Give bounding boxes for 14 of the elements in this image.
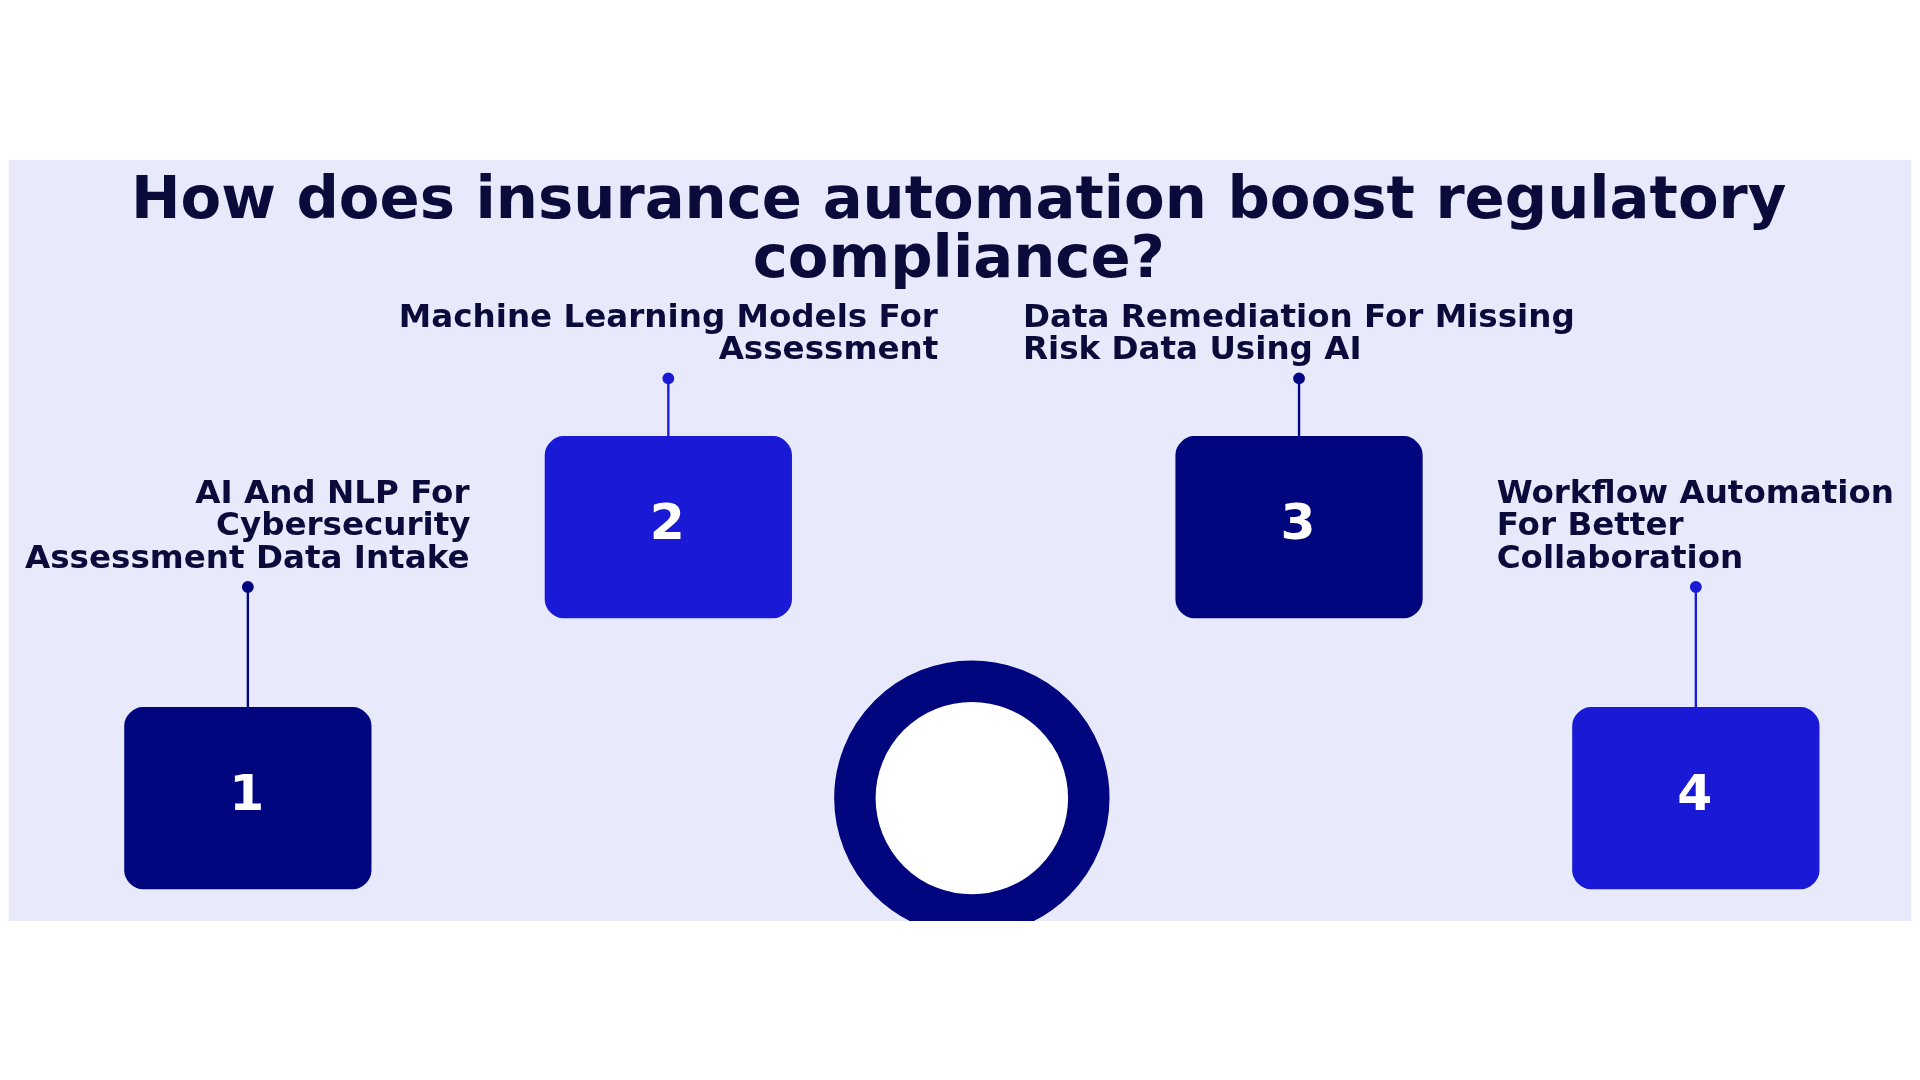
node-box: 3 — [1175, 435, 1423, 618]
connector — [1689, 580, 1702, 708]
connector — [241, 580, 254, 708]
node-box: 1 — [124, 706, 372, 889]
node-text: Data Remediation For Missing Risk Data Using AI — [1022, 296, 1575, 367]
node-arch — [834, 659, 1110, 921]
connector — [662, 371, 675, 437]
node-box: 4 — [1572, 706, 1820, 889]
node-text: Workflow Automation For Better Collaboration — [1496, 472, 1894, 576]
node-box: 2 — [544, 435, 792, 618]
node-text: Machine Learning Models For Assessment — [398, 296, 939, 367]
connector — [1293, 371, 1305, 437]
node-text: AI And NLP For Cybersecurity Assessment Data Intake — [25, 472, 471, 576]
diagram-title: How does insurance automation boost regulatory compliance? — [130, 162, 1787, 291]
